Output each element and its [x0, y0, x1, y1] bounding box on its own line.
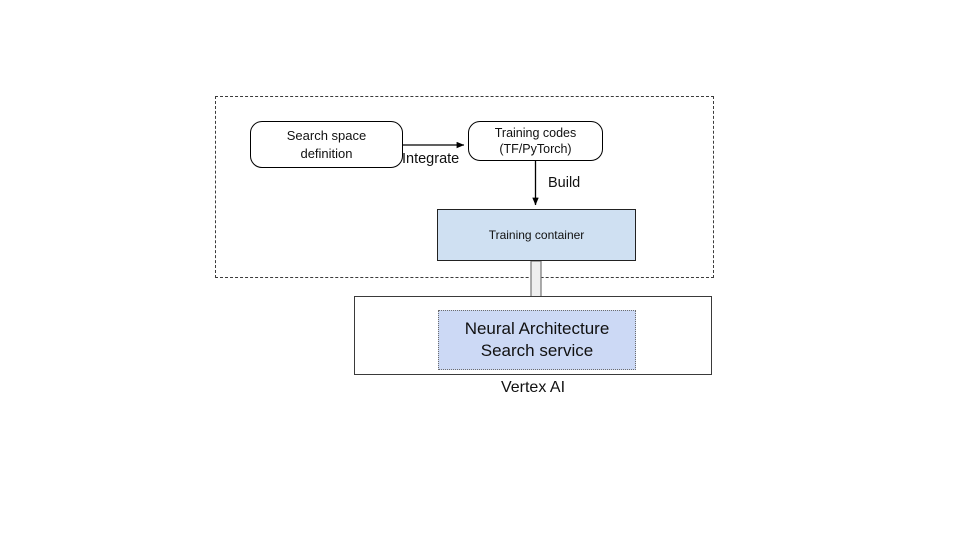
node-training-container[interactable]: Training container: [437, 209, 636, 261]
edge-label-integrate: Integrate: [402, 151, 460, 167]
dashed-group-container: [215, 96, 714, 278]
node-training-codes[interactable]: Training codes (TF/PyTorch): [468, 121, 603, 161]
node-nas-label: Neural Architecture Search service: [465, 318, 610, 362]
node-search-space-line2: definition: [300, 145, 353, 161]
node-training-container-label: Training container: [488, 228, 585, 242]
node-search-space-definition[interactable]: Search space definition: [250, 121, 403, 168]
node-nas-line1: Neural Architecture: [464, 319, 610, 339]
node-neural-architecture-search-service[interactable]: Neural Architecture Search service: [438, 310, 636, 370]
node-search-space-label: Search space definition: [287, 127, 367, 161]
vertex-ai-caption: Vertex AI: [500, 379, 566, 396]
node-search-space-line1: Search space: [286, 128, 367, 144]
edge-label-build: Build: [548, 175, 581, 191]
node-training-codes-line1: Training codes: [494, 125, 577, 140]
node-nas-line2: Search service: [480, 341, 594, 360]
node-training-codes-label: Training codes (TF/PyTorch): [495, 125, 577, 158]
node-training-codes-line2: (TF/PyTorch): [499, 142, 572, 156]
